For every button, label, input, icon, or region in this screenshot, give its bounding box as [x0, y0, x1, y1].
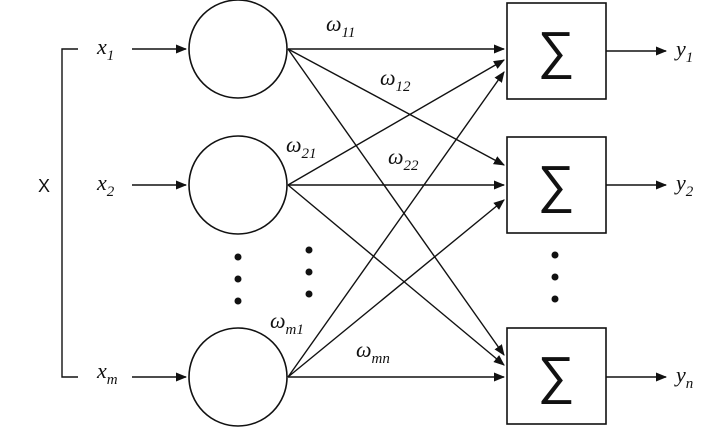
input-neuron-1 [188, 0, 288, 99]
input-label-m: xm [96, 358, 118, 388]
weight-label-11: ω11 [326, 11, 355, 41]
output-label-2: y2 [674, 170, 694, 200]
input-neuron-m [188, 327, 288, 427]
weight-label-21: ω21 [286, 132, 317, 162]
weight-label-mn: ωmn [356, 337, 390, 367]
sum-box-2 [506, 136, 607, 234]
weight-label-22: ω22 [388, 144, 419, 174]
input-label-2: x2 [96, 170, 115, 200]
connection-m-2 [287, 199, 505, 378]
sum-symbol-n: ∑ [537, 347, 574, 405]
ellipsis-outputs [551, 251, 559, 303]
sum-box-n [506, 327, 607, 425]
input-neuron-2 [188, 135, 288, 235]
output-label-n: yn [674, 362, 693, 392]
ellipsis-neurons [234, 253, 242, 305]
output-label-1: y1 [674, 36, 693, 66]
connection-1-2 [287, 48, 505, 166]
connection-2-n [287, 184, 505, 366]
connection-m-1 [287, 71, 505, 378]
sum-symbol-1: ∑ [537, 22, 574, 80]
connection-1-n [287, 48, 505, 356]
input-vector-bracket [61, 48, 78, 378]
input-label-1: x1 [96, 34, 114, 64]
weight-label-12: ω12 [380, 65, 411, 95]
connection-2-1 [287, 59, 505, 186]
sum-symbol-2: ∑ [537, 156, 574, 214]
ellipsis-weights [305, 246, 313, 298]
weight-connections [287, 44, 506, 382]
weight-label-m1: ωm1 [270, 308, 304, 338]
input-vector-label: X [38, 176, 50, 196]
